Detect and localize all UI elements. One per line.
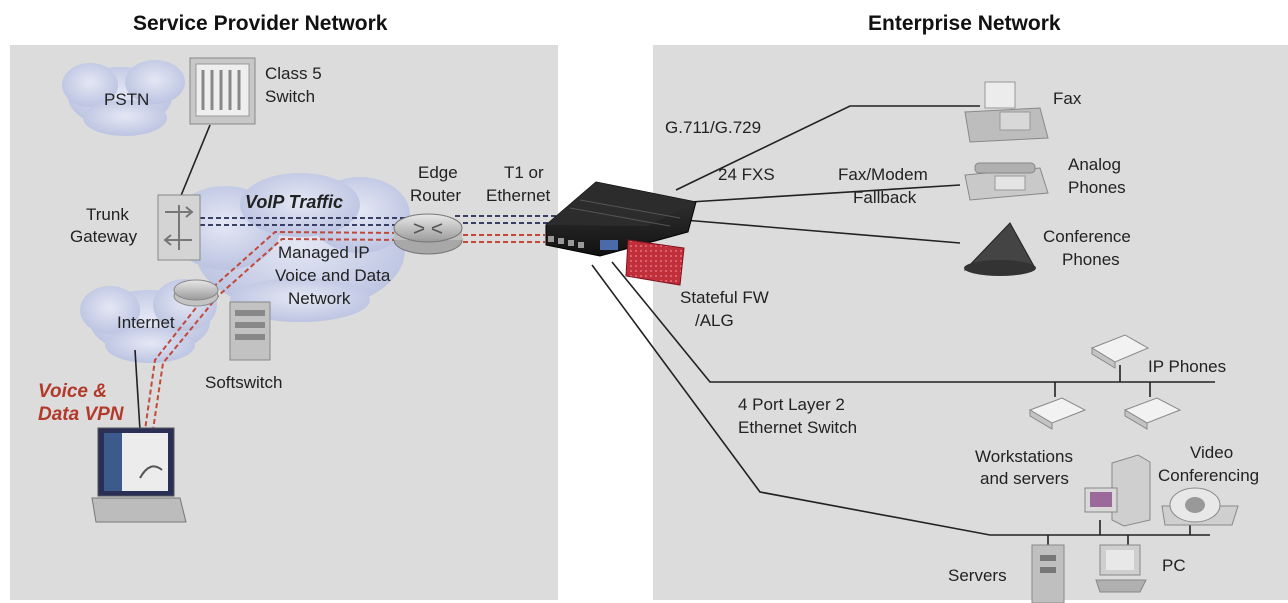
conference-phones-label-line2: Phones [1062,250,1120,269]
internet-router-icon [173,279,219,307]
analog-phones-label-line1: Analog [1068,155,1121,174]
conference-phone-icon [963,222,1036,276]
pstn-label: PSTN [104,90,149,109]
fax-icon [964,81,1049,143]
fax-label: Fax [1053,89,1082,108]
firewall-icon [625,239,685,286]
trunk-gateway-label-line2: Gateway [70,227,138,246]
service-provider-title: Service Provider Network [133,12,388,35]
ip-phones-label: IP Phones [1148,357,1226,376]
workstations-label-line1: Workstations [975,447,1073,466]
workstations-label-line2: and servers [980,469,1069,488]
softswitch-icon [229,301,271,361]
link-label-line2: Ethernet [486,186,551,205]
firewall-label-line2: /ALG [695,311,734,330]
managed-network-label-line2: Voice and Data [275,266,391,285]
managed-network-label-line1: Managed IP [278,243,370,262]
pc-icon [1095,544,1147,593]
video-conferencing-label-line2: Conferencing [1158,466,1259,485]
trunk-gateway-label-line1: Trunk [86,205,129,224]
class5-switch-icon [189,57,256,125]
vpn-label-line2: Data VPN [38,404,125,425]
gateway-device-icon [545,181,697,257]
analog-phone-icon [964,162,1049,201]
ip-phone-icon-2 [1028,397,1087,430]
workstation-tower-icon [1084,454,1151,527]
video-conferencing-icon [1161,487,1239,526]
vpn-label-line1: Voice & [38,381,107,402]
link-label-line1: T1 or [504,163,544,182]
ip-phone-icon-1 [1090,334,1150,369]
fxs-label: 24 FXS [718,165,775,184]
internet-label: Internet [117,313,175,332]
edge-router-label-line1: Edge [418,163,458,182]
fallback-label-line2: Fallback [853,188,917,207]
fallback-label-line1: Fax/Modem [838,165,928,184]
analog-phones-label-line2: Phones [1068,178,1126,197]
managed-network-label-line3: Network [288,289,351,308]
edge-router-label-line2: Router [410,186,461,205]
conference-phones-label-line1: Conference [1043,227,1131,246]
softswitch-label: Softswitch [205,373,282,392]
firewall-label-line1: Stateful FW [680,288,769,307]
switch-label-line1: 4 Port Layer 2 [738,395,845,414]
laptop-icon [91,427,187,523]
class5-label-line1: Class 5 [265,64,322,83]
pc-label: PC [1162,556,1186,575]
servers-label: Servers [948,566,1007,585]
pstn-cloud [62,60,185,136]
server-icon [1031,544,1065,603]
ip-phone-icon-3 [1123,397,1182,430]
connection-lines [134,105,1215,548]
trunk-gateway-icon [157,194,201,261]
edge-router-icon [393,213,463,255]
codec-label: G.711/G.729 [665,118,761,137]
switch-label-line2: Ethernet Switch [738,418,857,437]
enterprise-title: Enterprise Network [868,12,1061,35]
video-conferencing-label-line1: Video [1190,443,1233,462]
class5-label-line2: Switch [265,87,315,106]
internet-cloud [80,279,217,363]
voip-traffic-label: VoIP Traffic [245,192,343,212]
